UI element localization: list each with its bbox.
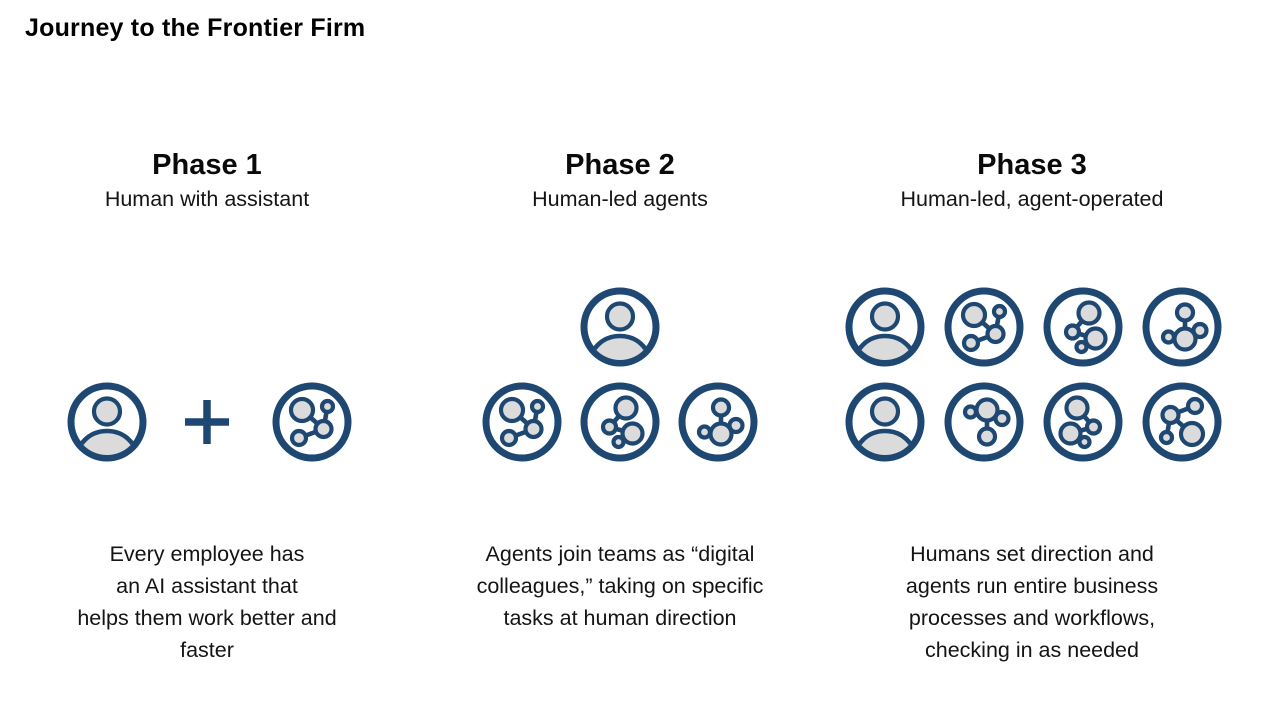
- phase-3-description: Humans set direction and agents run enti…: [855, 538, 1209, 666]
- agent-network-icon: [1043, 287, 1123, 367]
- agent-network-icon: [1142, 287, 1222, 367]
- phase-1-heading: Phase 1 Human with assistant: [30, 145, 384, 213]
- description-line: colleagues,” taking on specific: [476, 574, 764, 598]
- phase-3-heading: Phase 3 Human-led, agent-operated: [855, 145, 1209, 213]
- phase-2-label: Phase 2: [565, 149, 675, 181]
- phase-1-subtitle: Human with assistant: [104, 187, 310, 211]
- agent-network-icon: [482, 382, 562, 462]
- description-line: faster: [180, 638, 234, 662]
- phase-3-label: Phase 3: [977, 149, 1087, 181]
- person-icon: [845, 287, 925, 367]
- phase-3-subtitle: Human-led, agent-operated: [900, 187, 1164, 211]
- phase-1-label: Phase 1: [152, 149, 262, 181]
- description-line: agents run entire business: [905, 574, 1159, 598]
- agent-network-icon: [272, 382, 352, 462]
- agent-network-icon: [1142, 382, 1222, 462]
- description-line: checking in as needed: [925, 638, 1139, 662]
- phase-2-heading: Phase 2 Human-led agents: [443, 145, 797, 213]
- agent-network-icon: [944, 287, 1024, 367]
- person-icon: [845, 382, 925, 462]
- person-icon: [580, 287, 660, 367]
- description-line: processes and workflows,: [908, 606, 1156, 630]
- page-title: Journey to the Frontier Firm: [25, 14, 366, 42]
- agent-network-icon: [580, 382, 660, 462]
- description-line: Agents join teams as “digital: [485, 542, 755, 566]
- description-line: Every employee has: [109, 542, 305, 566]
- description-line: Humans set direction and: [910, 542, 1154, 566]
- plus-icon: [185, 400, 229, 444]
- agent-network-icon: [944, 382, 1024, 462]
- description-line: helps them work better and: [77, 606, 337, 630]
- phase-2-subtitle: Human-led agents: [532, 187, 708, 211]
- description-line: an AI assistant that: [116, 574, 298, 598]
- description-line: tasks at human direction: [503, 606, 737, 630]
- agent-network-icon: [678, 382, 758, 462]
- phase-2-description: Agents join teams as “digital colleagues…: [443, 538, 797, 634]
- person-icon: [67, 382, 147, 462]
- phase-1-description: Every employee has an AI assistant that …: [30, 538, 384, 666]
- agent-network-icon: [1043, 382, 1123, 462]
